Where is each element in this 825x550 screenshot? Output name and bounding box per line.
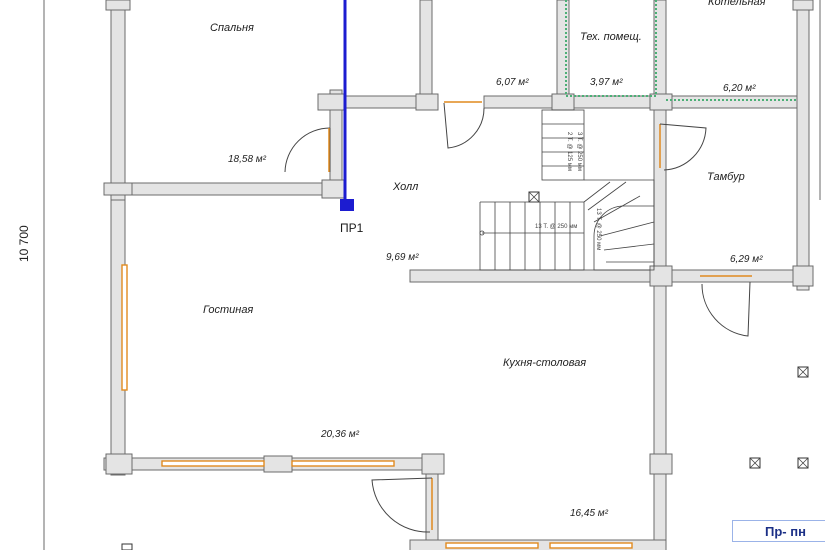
room-name-bedroom: Спальня [210,22,254,34]
legend-text: Пр- пн [765,524,806,539]
post [792,0,814,11]
post [415,93,439,111]
stair-note: 3 Т. @ 250 мм [576,132,582,171]
room-labels: Спальня 18,58 м² 6,07 м² Тех. помещ. 3,9… [203,0,766,519]
door-swing [659,123,707,171]
post [649,453,673,475]
stair-winder-tread [587,181,627,211]
room-area-hall: 9,69 м² [386,252,419,263]
window-living-left [121,264,128,391]
stair-upper-outline [541,109,585,181]
stair-winder-tread [599,221,655,237]
stair-note: 2 Т. @ 125 мм [566,132,572,171]
post [105,453,133,475]
stair-arrow-start [479,230,485,236]
post [103,182,133,196]
door-swing [284,127,331,173]
stair-lower-outline [479,201,585,271]
stair-winder-tread [593,195,641,223]
legend-box: Пр- пн [732,520,825,542]
stair-note: 13 Т. @ 250 мм [595,208,601,250]
x-box-icon [121,543,133,550]
post [105,0,131,11]
room-name-tech: Тех. помещ. [580,31,642,43]
post [263,455,293,473]
door-bedroom [284,127,331,173]
wall-right-outer [796,0,810,291]
post [792,265,814,287]
room-area-bedroom: 18,58 м² [228,154,267,165]
wall-hall-bottom [409,269,667,283]
marker-pr1: ПР1 [340,0,364,235]
post [649,93,673,111]
door-kitchen [371,477,433,533]
posts [103,0,814,475]
wall-kitchen-right [653,281,667,550]
windows [121,264,633,549]
walls [103,0,810,550]
dimension-height-label: 10 700 [17,225,31,262]
x-box-icon [749,457,761,469]
marker-square [340,199,354,211]
room-name-kitchen: Кухня-столовая [503,357,586,369]
stair-note: 13 Т. @ 250 мм [535,224,577,230]
tech-room-hatch [565,0,797,101]
door-vestibule [659,123,707,171]
window-living-bottom-2 [291,460,395,467]
door-swing [443,102,485,149]
marker-label: ПР1 [340,221,364,235]
room-name-hall: Холл [392,181,418,193]
wall-bedroom-bottom [103,182,341,196]
stair-winder-tread [583,181,611,203]
post [321,179,347,199]
room-name-living: Гостиная [203,304,253,316]
stair-post-x [528,191,540,203]
stair-winder-outline [584,179,655,271]
x-box-icon [797,366,809,378]
post [649,265,673,287]
post [421,453,445,475]
x-box-icon [797,457,809,469]
room-name-vestibule: Тамбур [707,171,745,183]
door-swing [371,477,433,533]
door-top-room [443,101,485,149]
room-area-boiler: 6,20 м² [723,83,756,94]
exterior-symbols [121,366,809,550]
window-kitchen-bottom-2 [549,542,633,549]
room-area-top-a: 6,07 м² [496,77,529,88]
post [317,93,347,111]
room-area-vestibule: 6,29 м² [730,254,763,265]
wall-top-v1 [419,0,433,109]
room-name-boiler: Котельная [708,0,766,8]
room-area-living: 20,36 м² [320,429,360,440]
window-living-bottom-1 [161,460,265,467]
room-area-tech: 3,97 м² [590,77,623,88]
wall-top-row-bottom-3 [663,95,798,109]
window-kitchen-bottom-1 [445,542,539,549]
doors [284,101,752,533]
stair-winder-tread [603,243,655,251]
staircase: 2 Т. @ 125 мм 3 Т. @ 250 мм 13 Т. @ 250 … [479,109,655,271]
door-entrance [700,275,752,337]
wall-top-v2 [556,0,570,109]
room-area-kitchen: 16,45 м² [570,508,609,519]
door-swing [701,281,751,337]
